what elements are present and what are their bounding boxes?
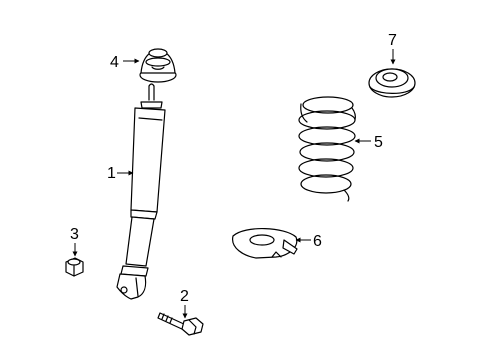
upper-mount-part xyxy=(139,48,177,83)
callout-2: 2 xyxy=(180,288,189,319)
callout-number-2: 2 xyxy=(180,288,189,305)
callout-5: 5 xyxy=(354,134,383,151)
spring-seat-part xyxy=(232,227,298,259)
nut-part xyxy=(65,257,84,277)
callout-number-5: 5 xyxy=(374,134,383,151)
callout-7: 7 xyxy=(388,32,397,65)
callout-number-6: 6 xyxy=(313,233,322,250)
callout-4: 4 xyxy=(110,54,140,71)
callout-6: 6 xyxy=(295,233,322,250)
callout-number-3: 3 xyxy=(70,226,79,243)
callout-1: 1 xyxy=(107,165,134,182)
callout-number-4: 4 xyxy=(110,54,119,71)
shock-absorber-part xyxy=(116,83,166,300)
bolt-part xyxy=(157,312,204,336)
callout-3: 3 xyxy=(70,226,79,257)
coil-spring-part xyxy=(298,96,356,202)
callout-number-1: 1 xyxy=(107,165,116,182)
callout-number-7: 7 xyxy=(388,32,397,49)
upper-seat-part xyxy=(368,68,416,98)
